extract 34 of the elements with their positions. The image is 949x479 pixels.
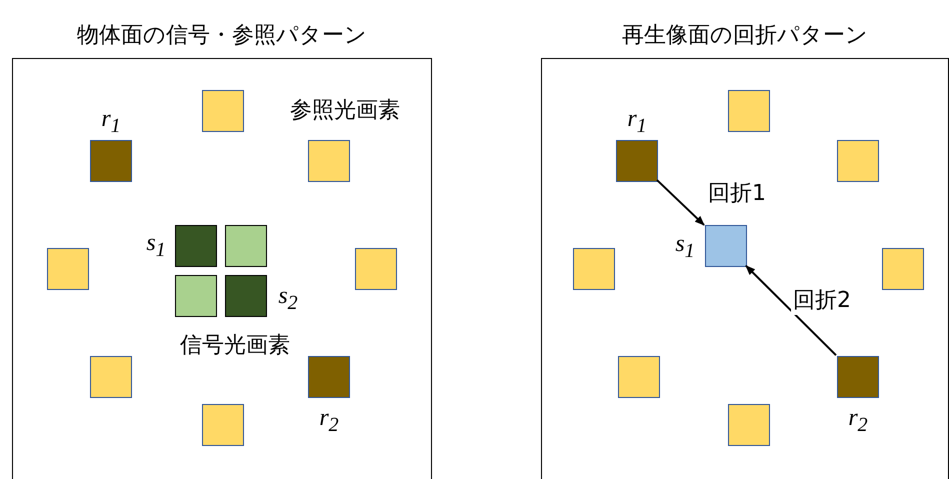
reference-pixel [308, 140, 350, 182]
pixel-label: r$_{1}$ [101, 106, 121, 138]
signal-pixel [225, 275, 267, 317]
reference-pixel [573, 248, 615, 290]
panel-heading: 再生像面の回折パターン [621, 22, 869, 50]
pixel-label: r$_{1}$ [627, 106, 647, 138]
signal-pixel [225, 225, 267, 267]
pixel-label: r$_{2}$ [319, 405, 339, 437]
reference-pixel [47, 248, 89, 290]
pixel-label: s$_{1}$ [146, 230, 166, 262]
pixel-group-label: 信号光画素 [179, 332, 291, 360]
reference-pixel [837, 140, 879, 182]
diffraction-pixel [705, 225, 747, 267]
pixel-label: s$_{1}$ [675, 231, 695, 263]
reference-pixel [728, 90, 770, 132]
reference-pixel [837, 356, 879, 398]
pixel-label: r$_{2}$ [848, 405, 868, 437]
reference-pixel [202, 90, 244, 132]
reference-pixel [728, 404, 770, 446]
reference-pixel [90, 356, 132, 398]
reference-pixel [90, 140, 132, 182]
reference-pixel [355, 248, 397, 290]
arrow [745, 265, 837, 356]
panel-heading: 物体面の信号・参照パターン [76, 22, 368, 50]
arrow [656, 179, 705, 226]
pixel-group-label: 参照光画素 [289, 97, 401, 125]
reference-pixel [202, 404, 244, 446]
reference-pixel [618, 356, 660, 398]
signal-pixel [175, 225, 217, 267]
reference-pixel [882, 248, 924, 290]
reference-pixel [308, 356, 350, 398]
pixel-label: s$_{2}$ [278, 283, 298, 315]
reference-pixel [616, 140, 658, 182]
signal-pixel [175, 275, 217, 317]
